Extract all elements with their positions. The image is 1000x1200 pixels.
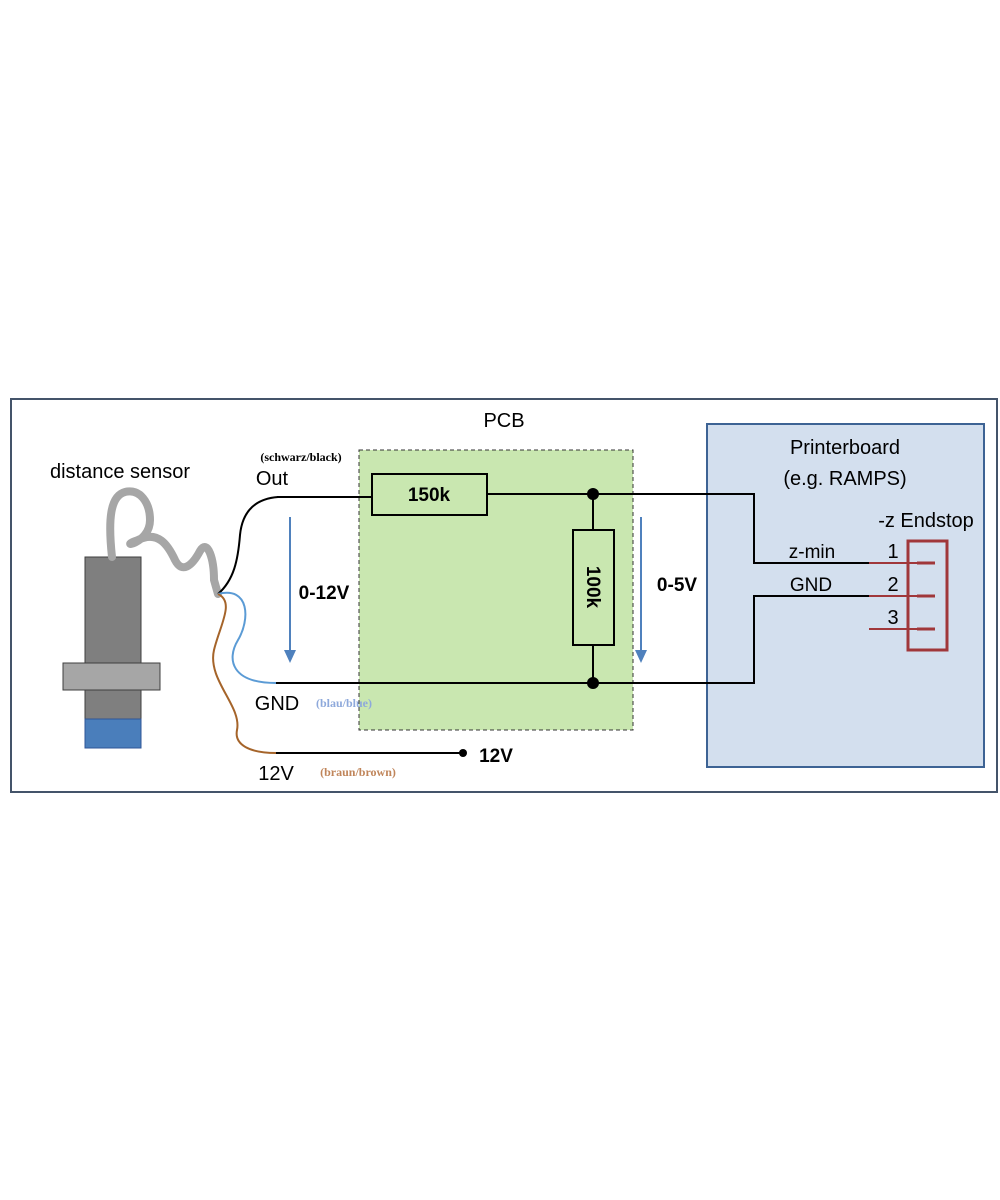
sensor-label: distance sensor: [50, 461, 190, 483]
sensor-12v-label: 12V: [258, 763, 294, 785]
terminal-12v: [459, 749, 467, 757]
zmin-label: z-min: [789, 542, 835, 563]
arrow-output-voltage: [635, 517, 647, 663]
resistor-100k-label: 100k: [582, 566, 603, 609]
sensor-gnd-label: GND: [255, 693, 299, 715]
printerboard-subtitle: (e.g. RAMPS): [783, 468, 906, 490]
resistor-100k: [572, 529, 615, 646]
out-label: Out: [256, 468, 289, 490]
sensor-cable: [106, 487, 222, 598]
brown-wire: [212, 593, 277, 754]
arrow-input-voltage: [284, 517, 296, 663]
sensor-tip: [84, 718, 142, 749]
supply-12v-label: 12V: [479, 746, 513, 767]
input-voltage-label: 0-12V: [299, 583, 350, 604]
endstop-label: -z Endstop: [878, 510, 974, 532]
printerboard-title: Printerboard: [790, 437, 900, 459]
black-wire-label: (schwarz/black): [260, 450, 341, 464]
resistor-150k: [371, 473, 488, 516]
black-wire: [217, 496, 279, 595]
junction-bottom: [587, 677, 599, 689]
connector-leads: [869, 562, 917, 630]
blue-wire: [217, 591, 277, 684]
pin-3-label: 3: [887, 607, 898, 629]
resistor-150k-label: 150k: [408, 485, 451, 506]
circuit-wires: [276, 493, 869, 754]
sensor-body: [84, 556, 142, 720]
connector-pins: [917, 561, 935, 631]
output-voltage-label: 0-5V: [657, 575, 697, 596]
brown-wire-label: (braun/brown): [320, 765, 396, 779]
pin-2-label: 2: [887, 574, 898, 596]
junction-top: [587, 488, 599, 500]
blue-wire-label: (blau/blue): [316, 696, 372, 710]
sensor-mounting-ring: [62, 662, 161, 691]
pcb-label: PCB: [483, 410, 524, 432]
pin-1-label: 1: [887, 541, 898, 563]
board-gnd-label: GND: [790, 575, 832, 596]
